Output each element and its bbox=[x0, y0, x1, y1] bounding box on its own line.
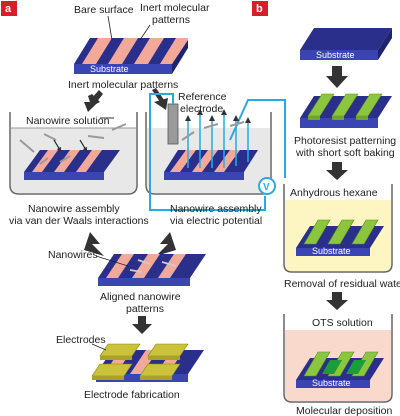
substrate-b-photoresist bbox=[300, 93, 392, 128]
arrow-to-ep bbox=[152, 88, 168, 110]
deposition-label: Molecular deposition bbox=[296, 405, 392, 416]
panel-a-label: a bbox=[1, 1, 17, 16]
inert-top-label-2: patterns bbox=[152, 14, 190, 26]
nanowires-pointer bbox=[95, 255, 129, 267]
substrate-label-b-hexane: Substrate bbox=[312, 246, 351, 256]
reference-label-1: Reference bbox=[178, 91, 227, 103]
electrode-fab-label: Electrode fabrication bbox=[84, 389, 180, 401]
bare-surface-label: Bare surface bbox=[74, 4, 134, 16]
photoresist-label-1: Photoresist patterning bbox=[294, 135, 396, 147]
voltage-symbol: V bbox=[263, 182, 270, 193]
substrate-label-b-ots: Substrate bbox=[312, 378, 351, 388]
aligned-label-2: patterns bbox=[126, 303, 164, 315]
arrow-vdw-to-aligned bbox=[84, 232, 104, 256]
substrate-inert-patterns bbox=[74, 38, 188, 74]
arrow-ep-to-aligned bbox=[156, 232, 176, 256]
photoresist-label-2: with short soft baking bbox=[295, 147, 395, 159]
beaker-electric-potential: V bbox=[145, 93, 286, 211]
anhydrous-label: Anhydrous hexane bbox=[290, 187, 378, 199]
ots-label: OTS solution bbox=[312, 317, 373, 329]
arrow-to-electrodes bbox=[132, 316, 152, 334]
beaker-nanowire-solution bbox=[9, 112, 138, 195]
assembly-vdw-label-2: via van der Waals interactions bbox=[9, 215, 149, 227]
substrate-label-a-top: Substrate bbox=[90, 64, 129, 74]
arrow-b-1 bbox=[326, 66, 348, 88]
substrate-b-top bbox=[300, 28, 392, 60]
nanowires-label: Nanowires bbox=[48, 249, 98, 261]
beaker-ots-solution bbox=[283, 314, 393, 403]
arrow-to-vdw bbox=[84, 90, 103, 112]
reference-label-2: electrode bbox=[180, 103, 223, 115]
nanowire-solution-label: Nanowire solution bbox=[26, 115, 110, 127]
substrate-aligned-nanowires bbox=[98, 254, 206, 286]
assembly-ep-label-1: Nanowire assembly bbox=[170, 203, 262, 215]
assembly-ep-label-2: via electric potential bbox=[170, 215, 262, 227]
svg-text:a: a bbox=[5, 3, 12, 15]
electrodes-label: Electrodes bbox=[56, 334, 106, 346]
aligned-label-1: Aligned nanowire bbox=[100, 291, 181, 303]
substrate-electrodes bbox=[91, 343, 204, 382]
removal-label: Removal of residual water bbox=[284, 278, 400, 290]
svg-text:b: b bbox=[256, 3, 263, 15]
bare-surface-pointer bbox=[107, 15, 113, 41]
inert-caption: Inert molecular patterns bbox=[68, 79, 178, 91]
inert-top-pointer bbox=[139, 24, 151, 41]
panel-b-label: b bbox=[252, 1, 268, 16]
assembly-vdw-label-1: Nanowire assembly bbox=[28, 203, 120, 215]
beaker-anhydrous-hexane bbox=[283, 184, 393, 273]
substrate-label-b-top: Substrate bbox=[316, 50, 355, 60]
arrow-b-3 bbox=[326, 292, 348, 310]
arrow-b-2 bbox=[326, 162, 348, 180]
inert-top-label-1: Inert molecular bbox=[140, 2, 210, 14]
electrodes-pointer bbox=[91, 343, 107, 351]
